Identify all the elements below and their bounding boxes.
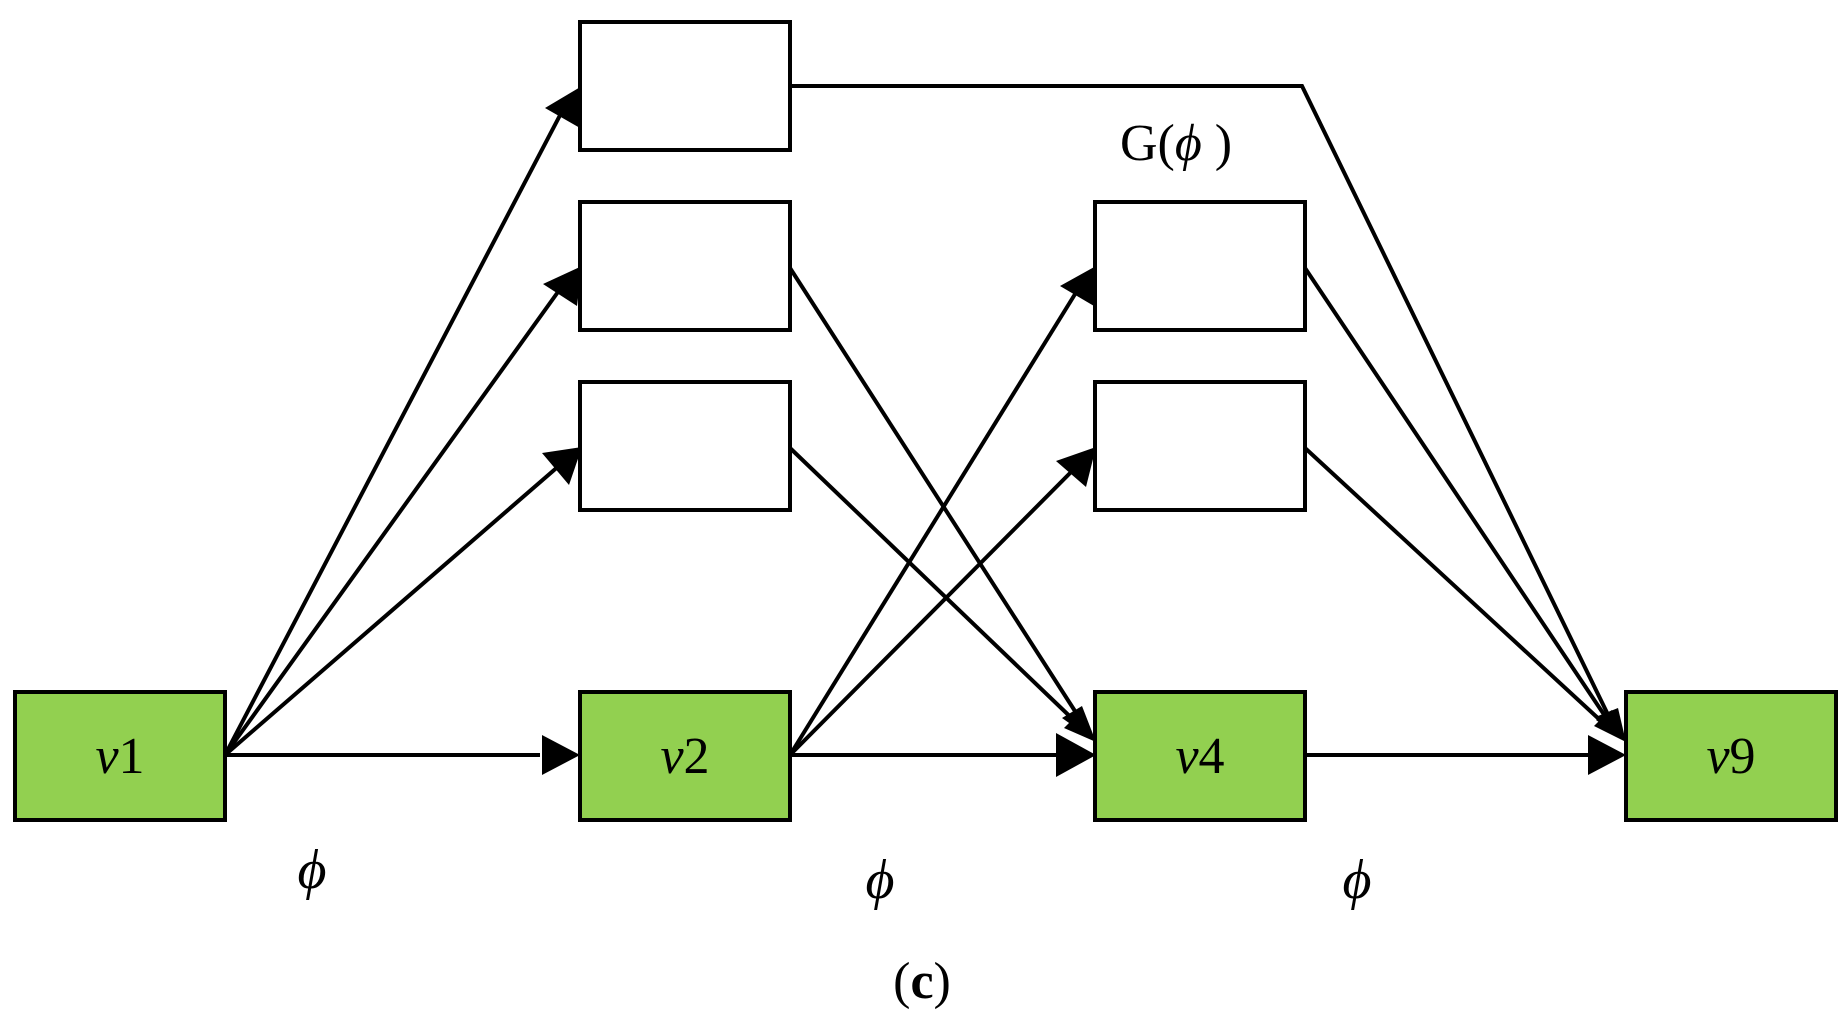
empty-box-a1 [578, 20, 792, 152]
phi-label-2: ϕ [866, 849, 895, 911]
empty-box-b2 [1093, 380, 1307, 512]
edge-b2-v9 [1303, 446, 1615, 734]
empty-box-a3 [578, 380, 792, 512]
figure-caption: (c) [893, 953, 951, 1010]
edge-v2-b2 [788, 456, 1087, 757]
g-phi-label: G(ϕ ) [1120, 115, 1232, 172]
node-v9-label: v9 [1706, 728, 1755, 785]
edge-v2-b1 [788, 276, 1087, 757]
node-v1-label: v1 [95, 728, 144, 785]
node-v4: v4 [1093, 690, 1307, 822]
phi-label-1: ϕ [298, 839, 327, 901]
empty-box-a2 [578, 200, 792, 332]
arrowhead-v4-from-a3 [1064, 714, 1096, 742]
arrowhead-a2 [543, 266, 582, 306]
edge-v1-a1 [223, 99, 570, 756]
node-v2-label: v2 [660, 728, 709, 785]
node-v4-box [1093, 690, 1307, 822]
arrowhead-a1 [545, 86, 582, 128]
node-v2: v2 [578, 690, 792, 822]
node-v4-label: v4 [1175, 728, 1224, 785]
edge-a1-v9 [790, 84, 1615, 726]
node-v9: v9 [1624, 690, 1838, 822]
edge-b1-v9 [1303, 266, 1615, 730]
node-v1-box [13, 690, 227, 822]
arrowhead-v9-from-b2 [1594, 712, 1626, 742]
node-v1: v1 [13, 690, 227, 822]
empty-boxes [578, 20, 1307, 512]
edge-a2-v4 [788, 266, 1084, 724]
arrowhead-v9-left [1588, 735, 1626, 775]
arrowhead-v4-left [1056, 733, 1096, 777]
empty-box-b1 [1093, 200, 1307, 332]
arrowhead-b1 [1060, 266, 1096, 306]
edges [223, 84, 1615, 757]
edge-v1-a2 [223, 276, 570, 757]
phi-label-3: ϕ [1343, 849, 1372, 911]
arrowhead-v2-left [542, 735, 580, 775]
arrowhead-a3 [542, 447, 582, 485]
arrowhead-b2 [1056, 447, 1096, 487]
edge-v1-a3 [223, 456, 570, 757]
edge-a3-v4 [788, 446, 1084, 730]
arrowheads [542, 86, 1626, 777]
node-v2-box [578, 690, 792, 822]
node-v9-box [1624, 690, 1838, 822]
